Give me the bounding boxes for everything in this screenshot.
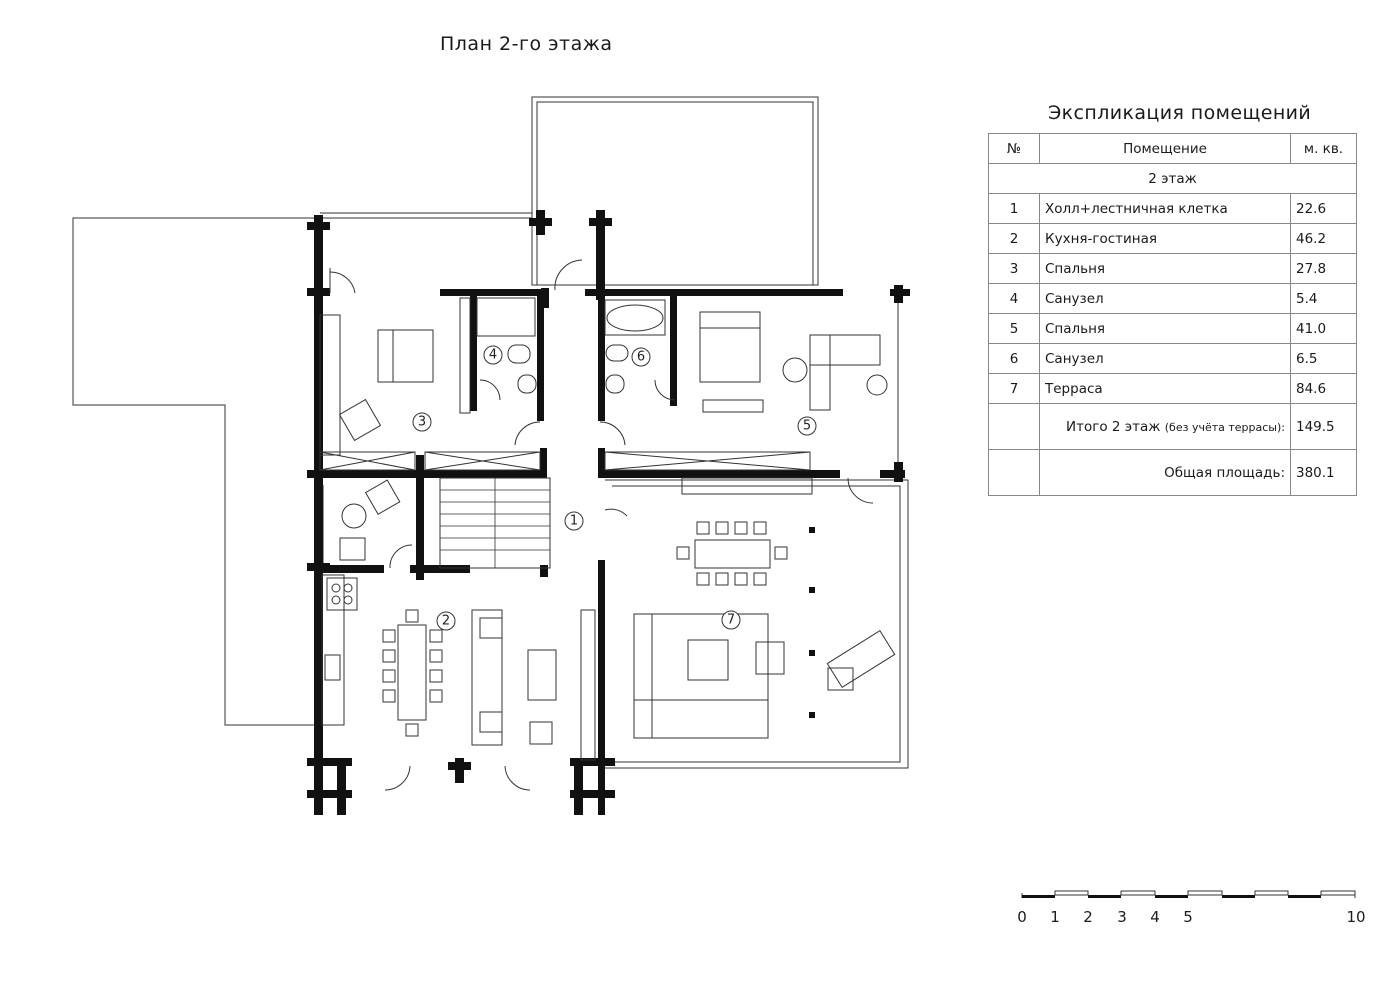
- room-label-1: 1: [564, 511, 584, 531]
- scale-label: 5: [1183, 908, 1193, 926]
- room-number: 4: [489, 348, 497, 363]
- room-area: 84.6: [1290, 373, 1357, 404]
- room-area: 6.5: [1290, 343, 1357, 374]
- room-number: 6: [637, 350, 645, 365]
- explication-title: Экспликация помещений: [1048, 102, 1312, 124]
- room-name: Санузел: [1039, 283, 1291, 314]
- total-floor-note: (без учёта террасы):: [1164, 420, 1285, 434]
- terrace-outlines: [72, 96, 909, 769]
- room-name: Спальня: [1039, 253, 1291, 284]
- room-label-5: 5: [797, 416, 817, 436]
- room-label-6: 6: [631, 347, 651, 367]
- table-header: № Помещение м. кв.: [988, 133, 1357, 164]
- total-floor-value: 149.5: [1290, 403, 1357, 450]
- room-number: 3: [418, 415, 426, 430]
- doors: [329, 259, 874, 791]
- room-area: 41.0: [1290, 313, 1357, 344]
- total-area-label: Общая площадь:: [1039, 449, 1291, 496]
- room-name: Терраса: [1039, 373, 1291, 404]
- room-area: 27.8: [1290, 253, 1357, 284]
- scale-bar: [1021, 890, 1356, 898]
- room-name: Кухня-гостиная: [1039, 223, 1291, 254]
- room-label-3: 3: [412, 412, 432, 432]
- scale-label: 1: [1050, 908, 1060, 926]
- room-num: 6: [988, 343, 1040, 374]
- room-labels: 1 2 3 4 5 6 7: [412, 345, 817, 631]
- room-num: 4: [988, 283, 1040, 314]
- total-floor-label: Итого 2 этаж: [1066, 418, 1165, 435]
- room-number: 7: [727, 613, 735, 628]
- header-area: м. кв.: [1290, 133, 1357, 164]
- total-area-value: 380.1: [1290, 449, 1357, 496]
- scale-label: 10: [1346, 908, 1366, 926]
- room-area: 5.4: [1290, 283, 1357, 314]
- header-room: Помещение: [1039, 133, 1291, 164]
- room-num: 1: [988, 193, 1040, 224]
- room-number: 5: [803, 419, 811, 434]
- room-name: Спальня: [1039, 313, 1291, 344]
- room-num: 2: [988, 223, 1040, 254]
- room-num: 3: [988, 253, 1040, 284]
- total-floor-row: Итого 2 этаж (без учёта террасы): 149.5: [988, 403, 1357, 450]
- scale-label: 3: [1117, 908, 1127, 926]
- total-area-row: Общая площадь:380.1: [988, 449, 1357, 496]
- room-name: Санузел: [1039, 343, 1291, 374]
- room-area: 22.6: [1290, 193, 1357, 224]
- room-number: 1: [570, 514, 578, 529]
- scale-label: 0: [1017, 908, 1027, 926]
- room-num: 5: [988, 313, 1040, 344]
- room-label-7: 7: [721, 610, 741, 630]
- room-area: 46.2: [1290, 223, 1357, 254]
- walls: [307, 210, 910, 815]
- room-label-4: 4: [483, 345, 503, 365]
- furniture: [319, 297, 896, 761]
- header-num: №: [988, 133, 1040, 164]
- room-num: 7: [988, 373, 1040, 404]
- plan-title: План 2-го этажа: [440, 33, 613, 55]
- floor-row: 2 этаж: [988, 163, 1357, 194]
- room-label-2: 2: [436, 611, 456, 631]
- floor-label: 2 этаж: [988, 163, 1357, 194]
- terrace-posts: [809, 527, 815, 718]
- room-number: 2: [442, 614, 450, 629]
- room-name: Холл+лестничная клетка: [1039, 193, 1291, 224]
- scale-label: 2: [1083, 908, 1093, 926]
- scale-label: 4: [1150, 908, 1160, 926]
